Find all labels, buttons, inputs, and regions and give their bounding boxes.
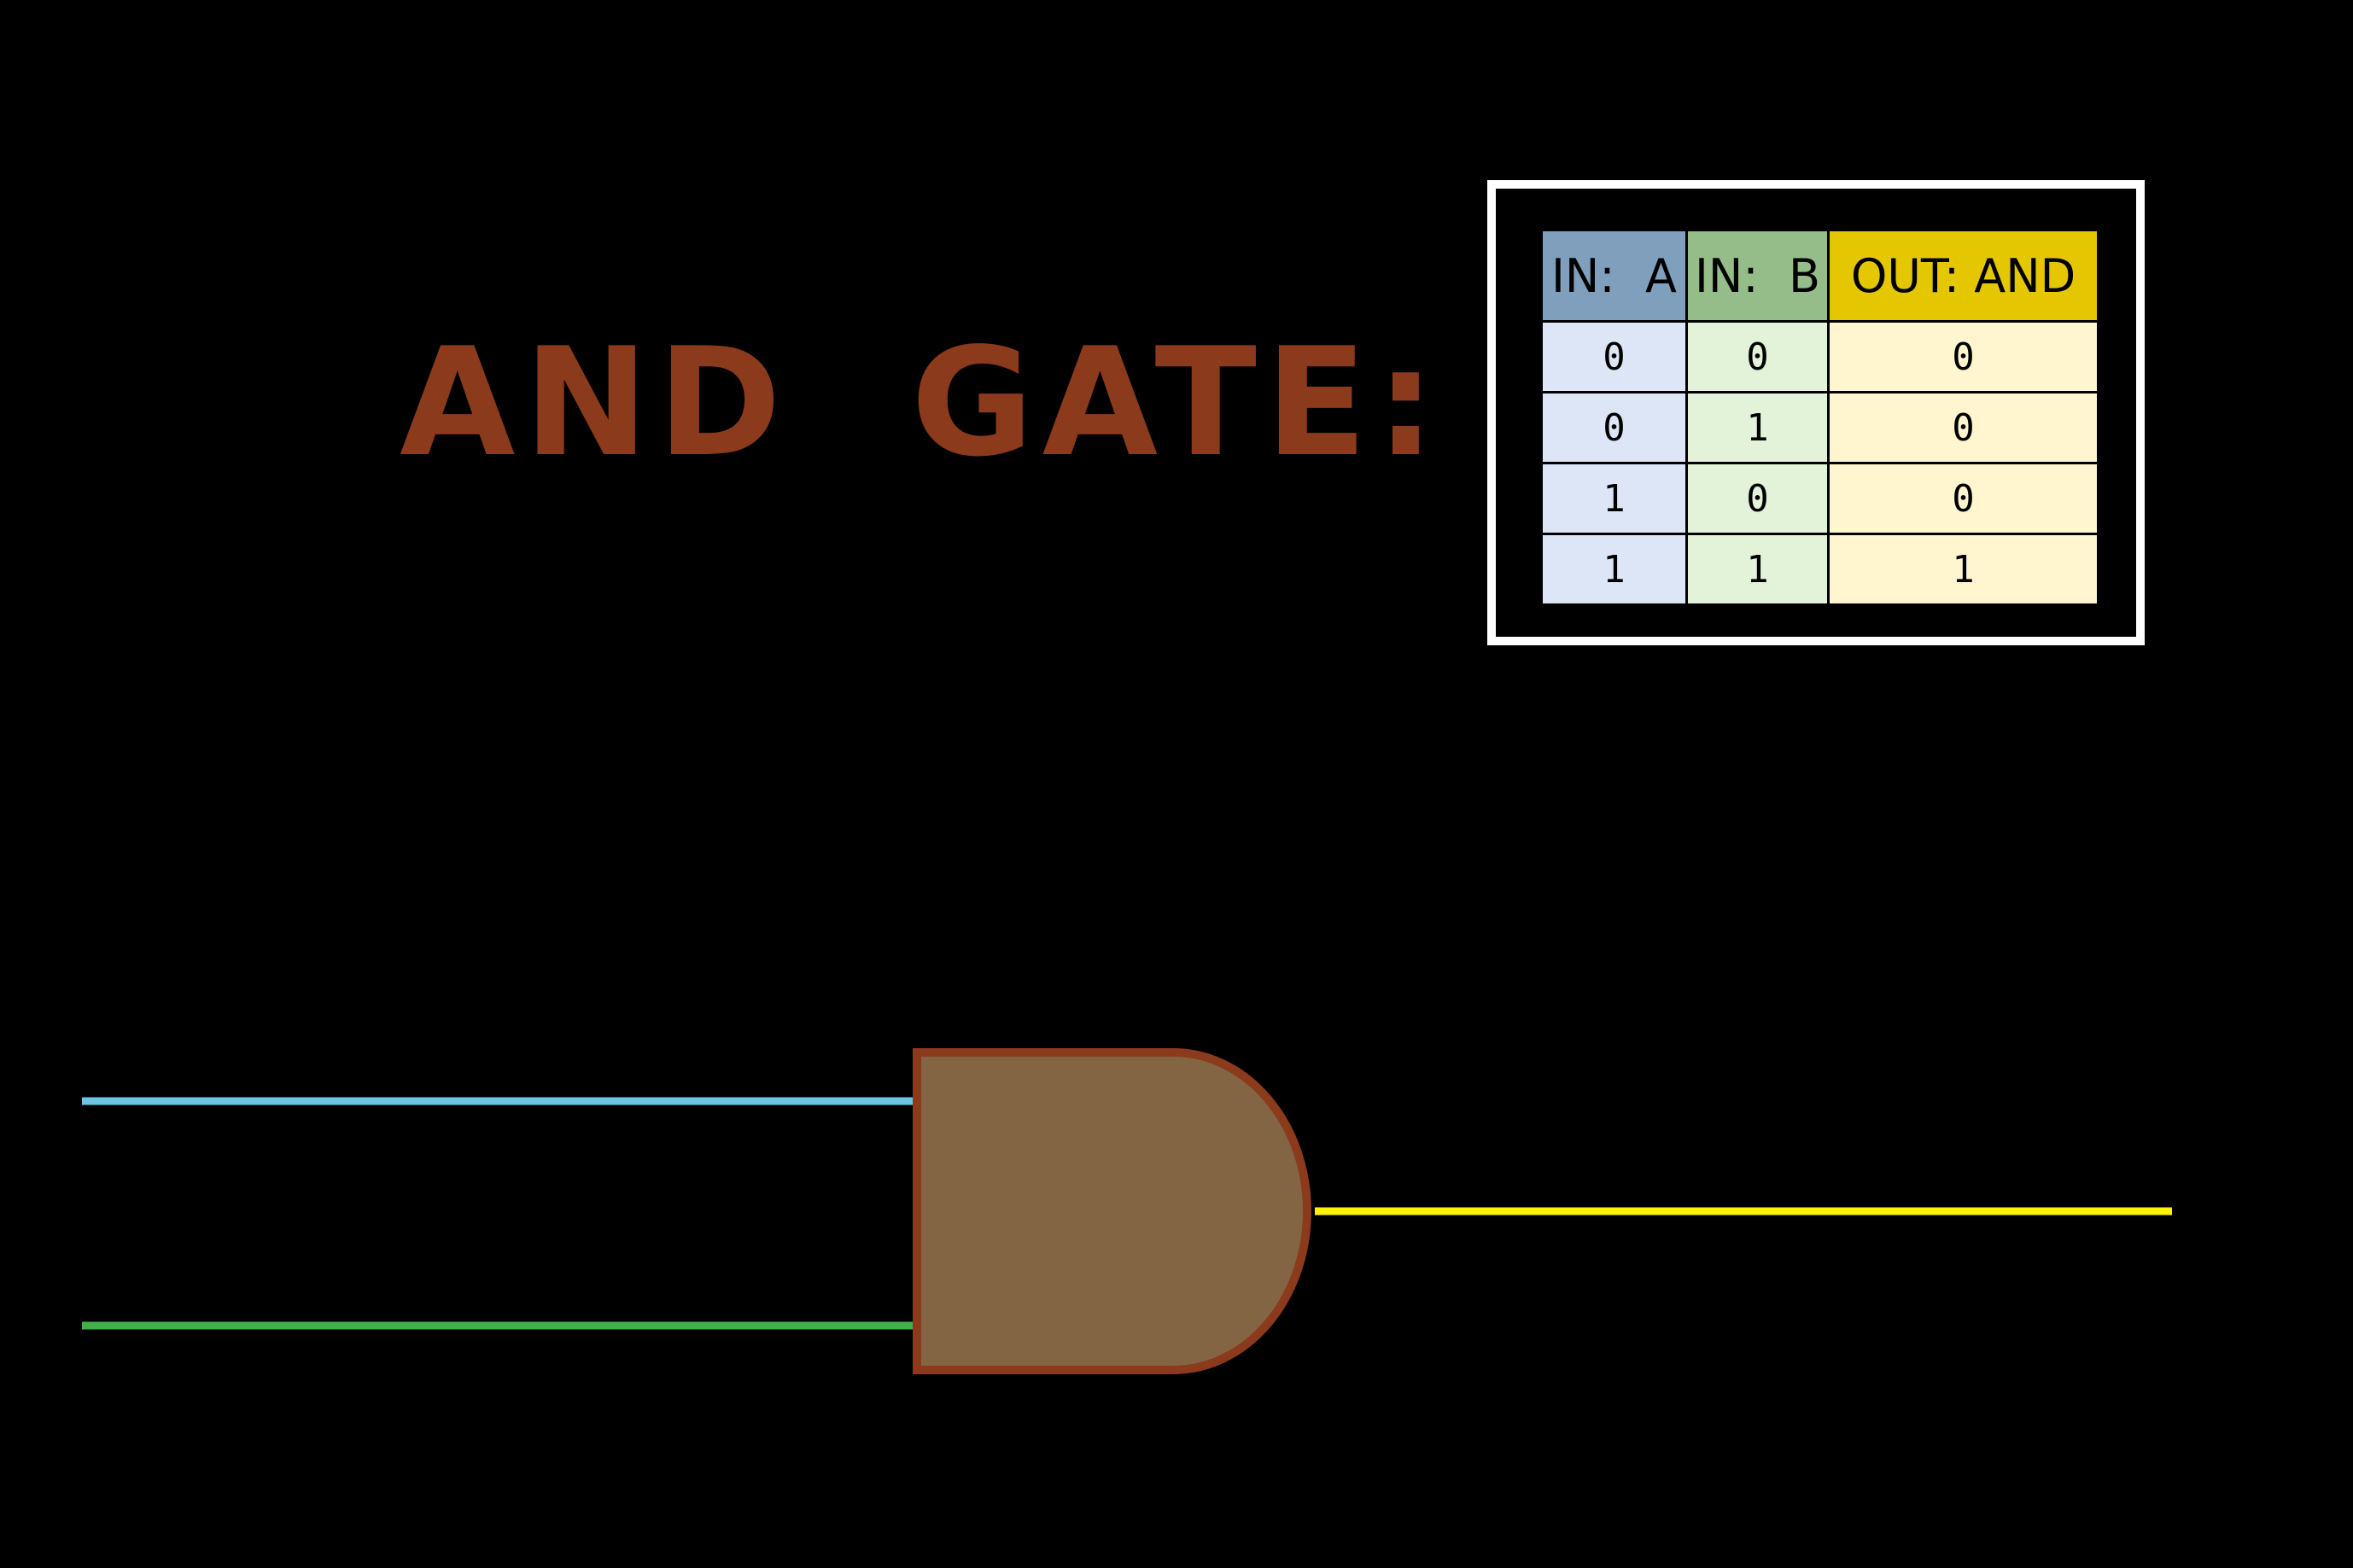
table-cell: 1 [1540,533,1688,606]
table-row: 1 1 1 [1540,533,2099,606]
table-cell: 0 [1685,320,1830,393]
table-cell: 0 [1540,391,1688,464]
table-cell: 0 [1540,320,1688,393]
column-header-input-a: IN: A [1540,229,1688,323]
table-row: 1 0 0 [1540,462,2099,535]
column-header-output-and: OUT: AND [1827,229,2099,323]
table-cell: 1 [1540,462,1688,535]
table-cell: 0 [1685,462,1830,535]
truth-table: IN: A IN: B OUT: AND 0 0 0 0 1 0 1 0 0 1… [1540,229,2099,606]
table-cell: 0 [1827,320,2099,393]
column-header-input-b: IN: B [1685,229,1830,323]
table-row: 0 0 0 [1540,320,2099,393]
table-cell: 1 [1685,533,1830,606]
page-title: AND GATE: [400,317,1445,490]
table-cell: 0 [1827,391,2099,464]
table-cell: 1 [1685,391,1830,464]
table-cell: 0 [1827,462,2099,535]
and-gate-symbol [913,1048,1311,1374]
table-cell: 1 [1827,533,2099,606]
table-header-row: IN: A IN: B OUT: AND [1540,229,2099,323]
table-row: 0 1 0 [1540,391,2099,464]
